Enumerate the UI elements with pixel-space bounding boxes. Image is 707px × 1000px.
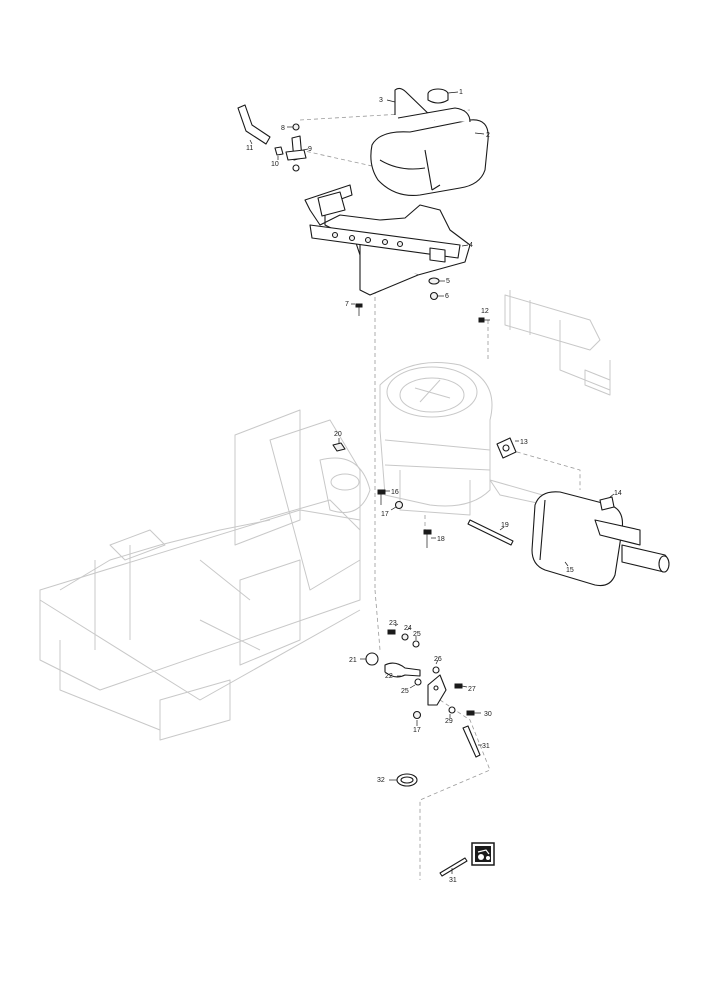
callout-26: 26 [434,656,442,663]
callout-3: 3 [379,97,383,104]
fuel-cap [427,88,459,104]
callout-8: 8 [281,125,285,132]
fuel-tank [370,107,489,196]
callout-22: 22 [385,673,393,680]
callout-9: 9 [308,146,312,153]
screw-27 [454,683,468,689]
callout-17-lower: 17 [413,727,421,734]
callout-25-upper: 25 [413,631,421,638]
callout-20: 20 [334,431,342,438]
lever-22 [384,662,421,678]
bolt-18 [423,529,436,548]
washer-nut-5-6 [428,277,445,301]
tank-support-bracket [304,184,471,296]
muffler [531,491,670,587]
cable-31-lower [439,857,468,877]
fuel-hose [237,104,271,145]
callout-12: 12 [481,308,489,315]
callout-17-upper: 17 [381,511,389,518]
callout-23: 23 [389,620,397,627]
bolt-7 [351,303,363,316]
bolt-16 [377,489,390,505]
callout-2: 2 [486,132,490,139]
callout-11: 11 [246,145,253,152]
engine-block-ghost [379,362,493,516]
callout-13: 13 [520,439,528,446]
callout-25-lower: 25 [401,688,409,695]
nut-17-lower [412,710,422,726]
bracket-26 [427,659,447,706]
callout-labels: 1 2 3 4 5 6 7 8 9 10 11 12 13 14 15 16 1… [246,89,622,884]
callout-1: 1 [459,89,463,96]
tractor-reference-icon [471,842,495,866]
exhaust-gasket [496,437,519,459]
callout-27: 27 [468,686,476,693]
callout-32: 32 [377,777,385,784]
callout-16: 16 [391,489,399,496]
callout-29: 29 [445,718,453,725]
callout-10: 10 [271,161,279,168]
nut-17-upper [390,500,404,511]
washer-29 [448,706,456,718]
callout-6: 6 [445,293,449,300]
callout-18: 18 [437,536,445,543]
callout-7: 7 [345,301,349,308]
fuel-tap [274,123,309,172]
callout-30: 30 [484,711,492,718]
callout-24: 24 [404,625,412,632]
bolt-12 [478,317,490,323]
callout-15: 15 [566,567,574,574]
screw-30 [466,710,481,716]
plug-21 [360,652,379,666]
callout-14: 14 [614,490,622,497]
chassis-frame-ghost [39,409,371,741]
callout-4: 4 [469,242,473,249]
callout-19: 19 [501,522,509,529]
hardware-23-25 [387,623,422,689]
tank-strap [386,87,436,121]
nut-20 [332,438,346,452]
callout-5: 5 [446,278,450,285]
clip-32 [389,773,418,787]
callout-21: 21 [349,657,357,664]
long-bolt-19 [467,519,514,546]
muffler-bracket-ghost [504,290,611,396]
cable-31-upper [462,725,482,758]
callout-31-upper: 31 [482,743,490,750]
callout-31-lower: 31 [449,877,457,884]
